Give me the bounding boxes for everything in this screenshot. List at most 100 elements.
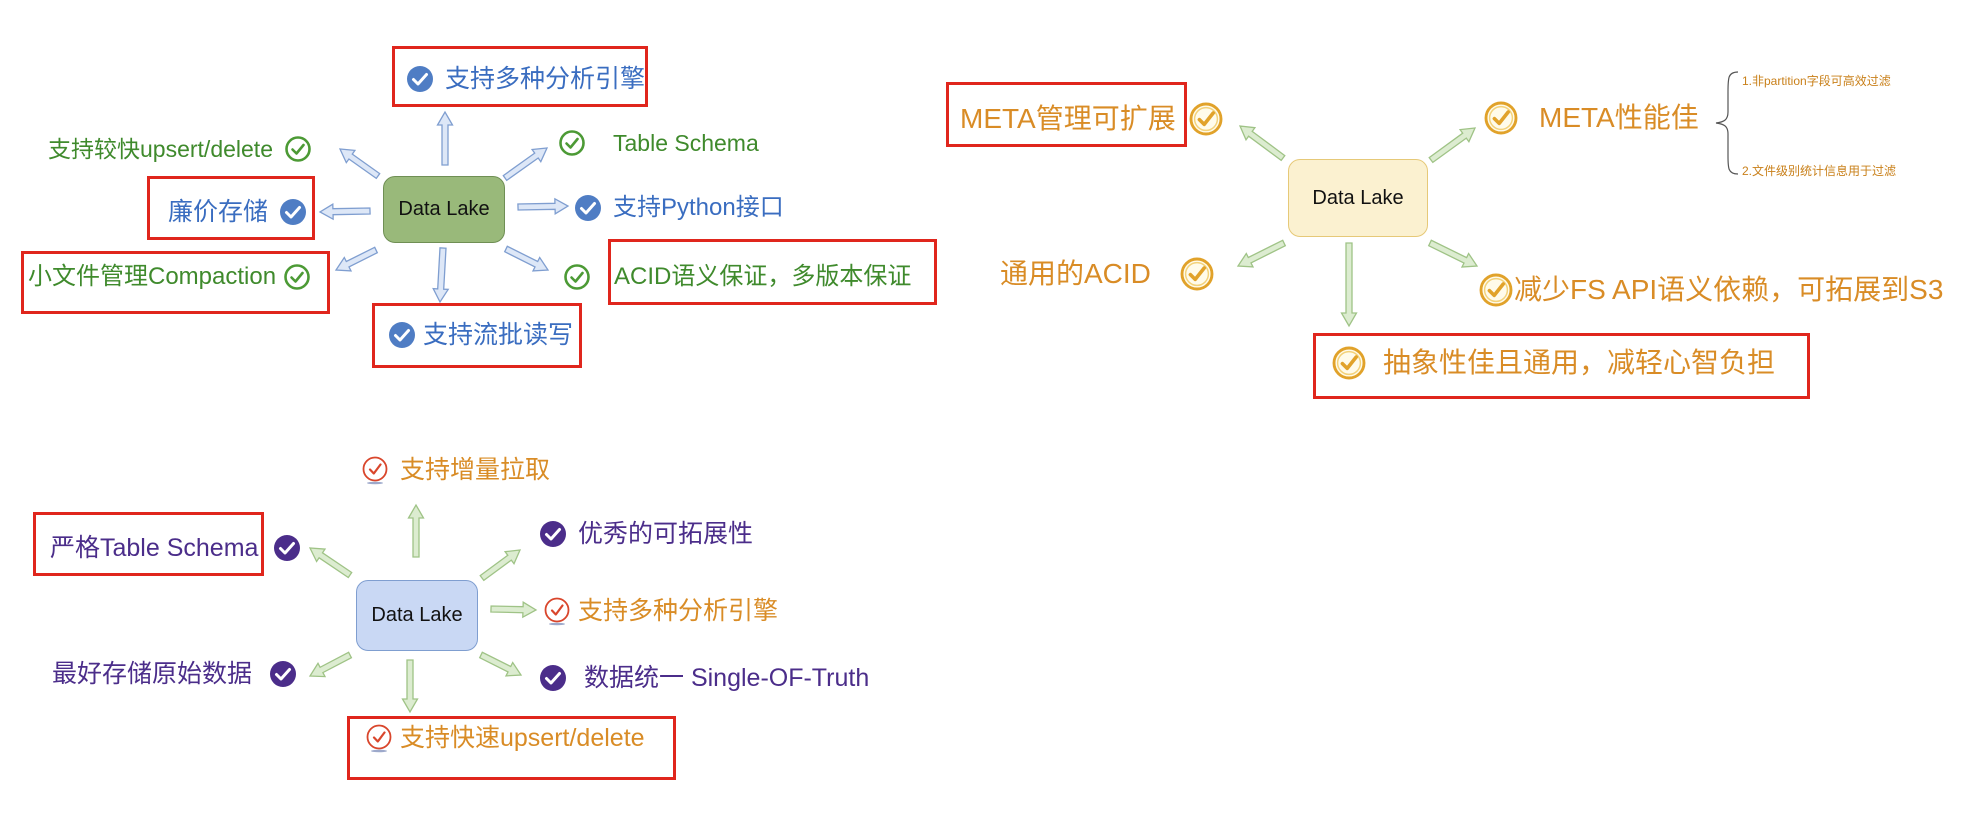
arrow-10 — [1428, 127, 1477, 164]
d1-hub: Data Lake — [383, 176, 505, 243]
d1-node-table-schema: Table Schema — [557, 128, 759, 158]
d3-node-fast-upsert: 支持快速upsert/delete — [364, 723, 645, 753]
d2-highlight-abstraction — [1313, 333, 1810, 399]
d3-hub: Data Lake — [356, 580, 478, 651]
d1-node-acid: ACID语义保证，多版本保证 — [562, 262, 911, 292]
d1-label-analysis-engines: 支持多种分析引擎 — [445, 64, 646, 93]
check-icon — [542, 596, 572, 626]
d3-highlight-strict-schema — [33, 512, 264, 576]
arrow-5 — [517, 197, 570, 215]
d1-hub-label: Data Lake — [398, 198, 490, 220]
arrow-19 — [478, 651, 523, 677]
arrow-4 — [318, 203, 371, 221]
d2-hub: Data Lake — [1288, 159, 1428, 237]
d3-highlight-fast-upsert — [347, 716, 676, 780]
arrow-14 — [407, 503, 425, 558]
arrow-16 — [479, 549, 522, 582]
arrow-8 — [432, 247, 450, 304]
d1-label-upsert-delete: 支持较快upsert/delete — [48, 135, 273, 162]
arrow-20 — [401, 659, 419, 714]
arrow-15 — [308, 547, 353, 579]
d1-node-cheap-storage: 廉价存储 — [168, 197, 308, 227]
d2-label-general-acid: 通用的ACID — [1000, 258, 1151, 289]
d2-node-meta-performance: META性能佳 — [1483, 100, 1699, 136]
d2-note-2: 2.文件级别统计信息用于过滤 — [1742, 164, 1897, 178]
d3-label-incremental-pull: 支持增量拉取 — [400, 455, 551, 484]
check-icon — [538, 663, 568, 693]
d2-hub-label: Data Lake — [1312, 186, 1404, 209]
arrow-17 — [490, 601, 538, 619]
check-icon — [573, 193, 603, 223]
d3-node-extensibility: 优秀的可拓展性 — [538, 519, 753, 549]
check-icon — [268, 659, 298, 689]
d3-label-fast-upsert: 支持快速upsert/delete — [400, 723, 645, 752]
arrow-6 — [334, 246, 379, 272]
d3-hub-label: Data Lake — [371, 604, 463, 626]
d3-label-single-truth: 数据统一 Single-OF-Truth — [584, 663, 870, 692]
d1-node-stream-batch: 支持流批读写 — [387, 320, 573, 350]
check-icon — [557, 128, 587, 158]
d3-node-analysis-engines: 支持多种分析引擎 — [542, 596, 778, 626]
arrow-12 — [1427, 239, 1479, 268]
d2-node-abstraction: 抽象性佳且通用，减轻心智负担 — [1331, 345, 1775, 381]
d2-node-fs-api: 减少FS API语义依赖，可拓展到S3 — [1478, 272, 1943, 308]
d2-note-1: 1.非partition字段可高效过滤 — [1742, 74, 1891, 88]
d1-highlight-acid — [608, 239, 937, 305]
arrow-2 — [338, 148, 381, 180]
check-icon — [272, 533, 302, 563]
d1-label-python-api: 支持Python接口 — [613, 194, 784, 221]
arrow-7 — [503, 245, 550, 272]
d1-node-analysis-engines: 支持多种分析引擎 — [405, 64, 645, 94]
arrow-18 — [308, 651, 353, 678]
check-icon — [282, 262, 312, 292]
check-icon — [387, 320, 417, 350]
d1-label-stream-batch: 支持流批读写 — [423, 320, 574, 349]
d1-node-compaction: 小文件管理Compaction — [28, 262, 312, 292]
check-icon — [364, 723, 394, 753]
d3-node-single-truth: 数据统一 Single-OF-Truth — [538, 663, 869, 693]
d1-highlight-compaction — [21, 251, 330, 314]
d2-highlight-meta-extensible — [946, 82, 1187, 147]
d3-node-raw-data: 最好存储原始数据 — [52, 659, 298, 689]
check-icon — [1478, 272, 1514, 308]
d1-label-compaction: 小文件管理Compaction — [28, 263, 277, 290]
check-icon — [1483, 100, 1519, 136]
check-icon — [562, 262, 592, 292]
d3-label-raw-data: 最好存储原始数据 — [52, 659, 253, 688]
check-icon — [278, 197, 308, 227]
d1-label-acid: ACID语义保证，多版本保证 — [614, 263, 912, 290]
d1-node-upsert-delete: 支持较快upsert/delete — [48, 134, 313, 164]
arrow-11 — [1236, 239, 1287, 268]
d3-node-incremental-pull: 支持增量拉取 — [360, 455, 550, 485]
check-icon — [283, 134, 313, 164]
d2-node-general-acid: 通用的ACID — [1000, 256, 1215, 292]
check-icon — [1331, 345, 1367, 381]
d2-label-meta-performance: META性能佳 — [1539, 102, 1699, 133]
arrow-3 — [502, 147, 549, 182]
arrow-13 — [1340, 242, 1358, 328]
check-icon — [1179, 256, 1215, 292]
d1-node-python-api: 支持Python接口 — [573, 193, 784, 223]
d2-node-meta-extensible: META管理可扩展 — [960, 101, 1224, 137]
d2-label-abstraction: 抽象性佳且通用，减轻心智负担 — [1383, 347, 1776, 378]
d3-label-analysis-engines: 支持多种分析引擎 — [578, 596, 779, 625]
arrow-1 — [436, 110, 454, 166]
d2-brace — [1715, 71, 1739, 175]
d1-highlight-stream-batch — [372, 303, 582, 368]
check-icon — [1188, 101, 1224, 137]
d2-label-fs-api: 减少FS API语义依赖，可拓展到S3 — [1514, 274, 1944, 305]
arrow-9 — [1238, 125, 1286, 162]
d1-highlight-analysis-engines — [392, 46, 648, 107]
d1-label-table-schema: Table Schema — [613, 129, 759, 156]
check-icon — [538, 519, 568, 549]
d3-label-extensibility: 优秀的可拓展性 — [578, 519, 754, 548]
d1-highlight-cheap-storage — [147, 176, 315, 240]
check-icon — [405, 64, 435, 94]
d3-label-strict-schema: 严格Table Schema — [50, 533, 259, 562]
d1-label-cheap-storage: 廉价存储 — [168, 197, 269, 226]
check-icon — [360, 455, 390, 485]
d2-label-meta-extensible: META管理可扩展 — [960, 103, 1176, 134]
d3-node-strict-schema: 严格Table Schema — [50, 533, 302, 563]
